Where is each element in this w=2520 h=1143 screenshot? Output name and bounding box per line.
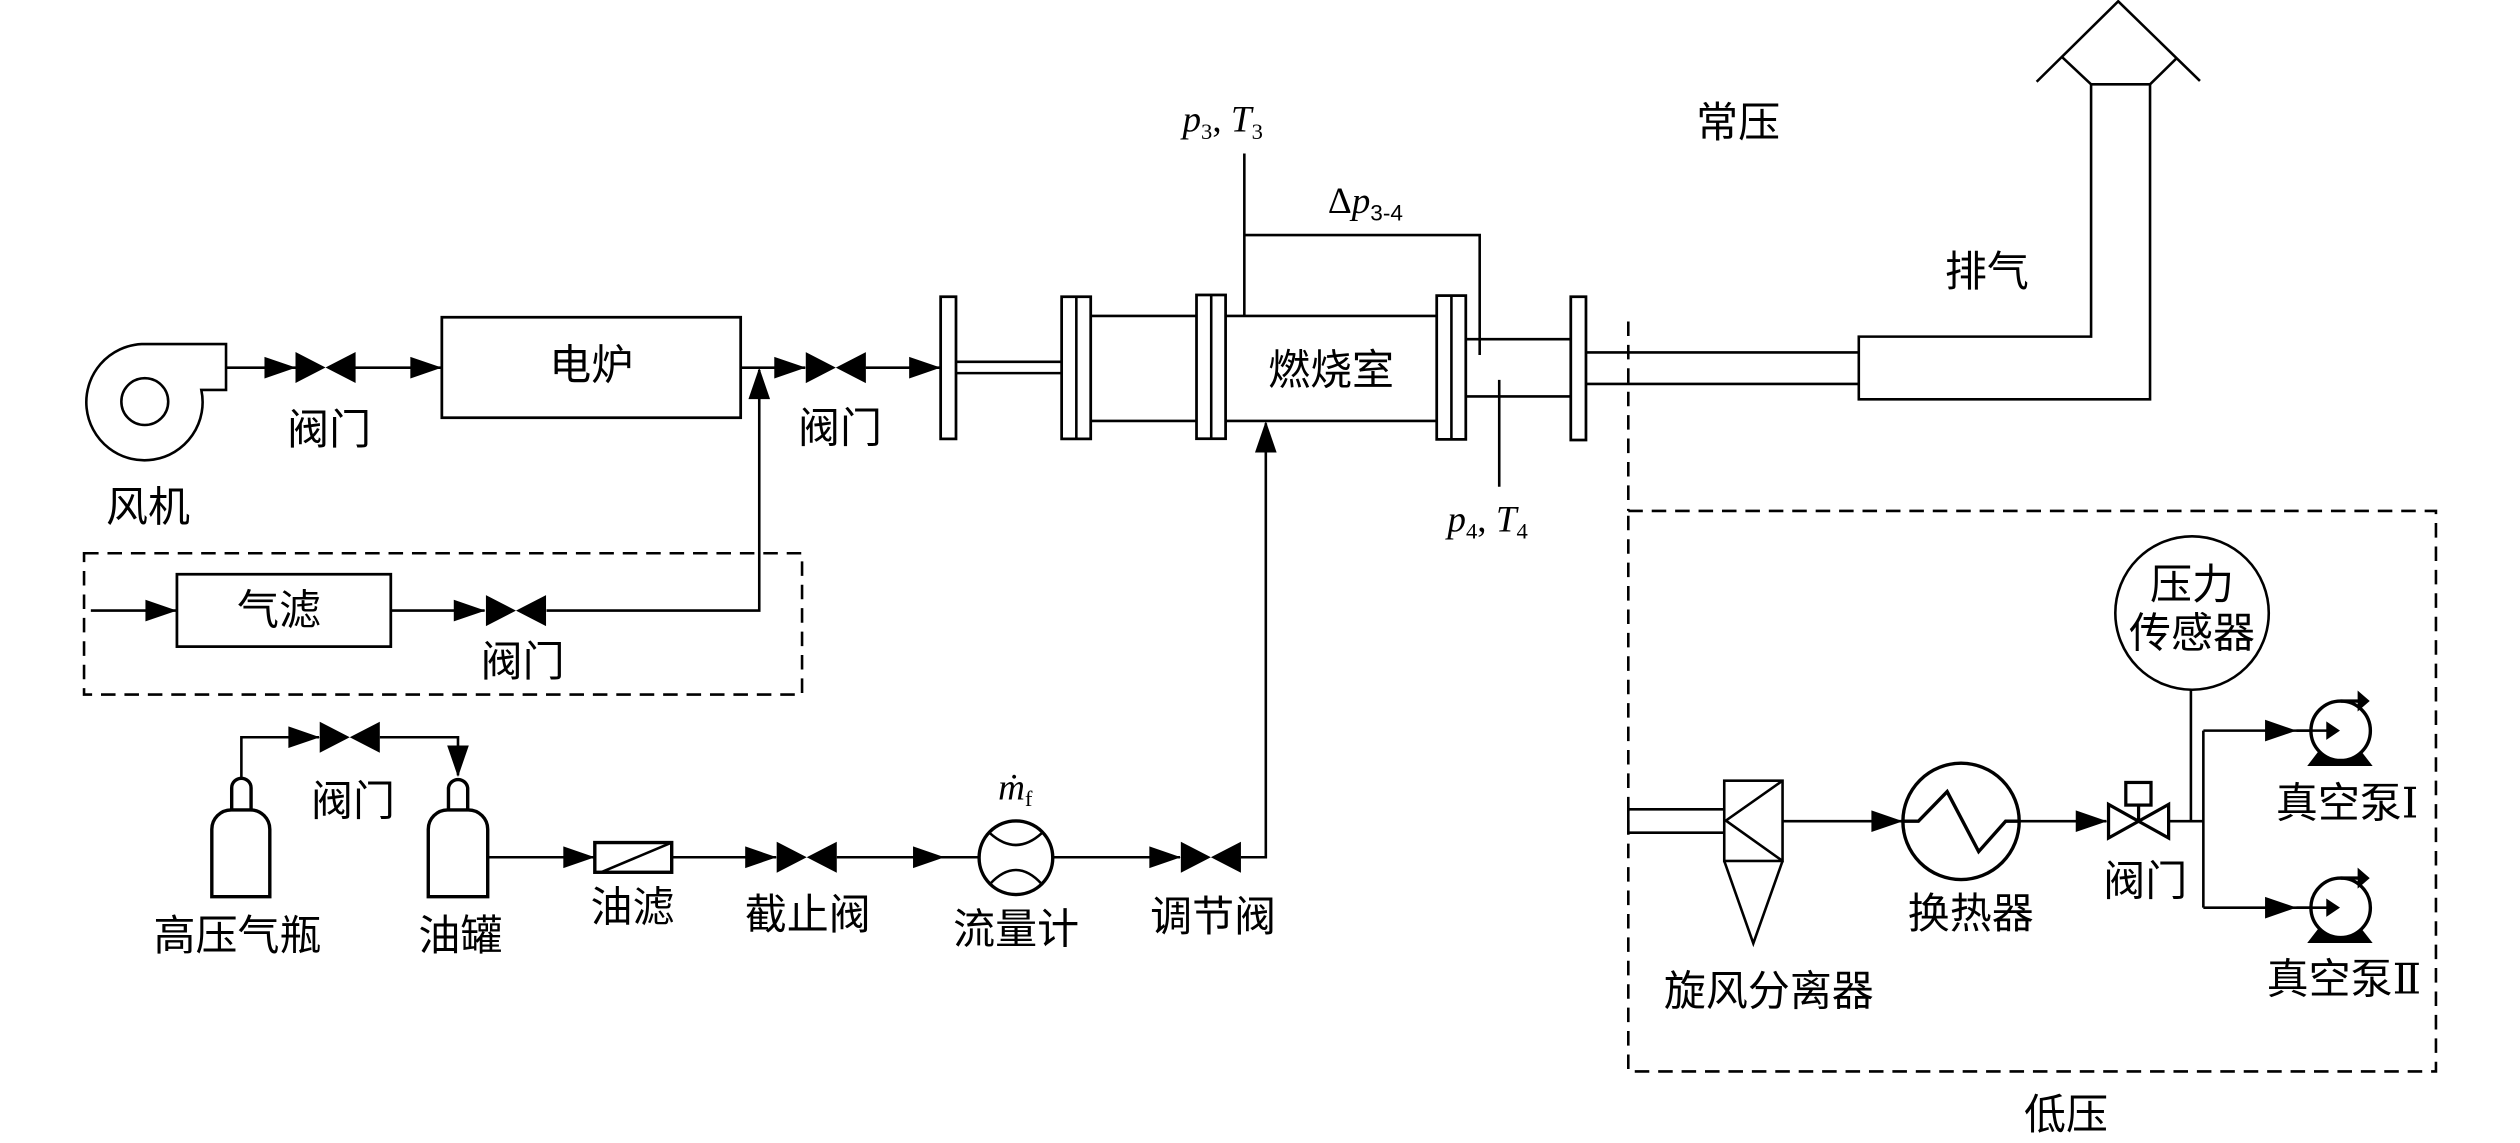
fan-icon — [85, 342, 228, 462]
inlet-measurement-label: p3, T3 — [1179, 100, 1262, 144]
flange — [1569, 295, 1588, 442]
fuel-flow-symbol: ṁf — [998, 768, 1033, 811]
exhaust-label: 排气 — [1945, 247, 2029, 296]
arrowhead — [1254, 420, 1277, 453]
atmospheric-zone-label: 常压 — [1696, 98, 1780, 147]
valve-icon — [295, 338, 356, 383]
vacuum-pump-1-icon — [2296, 690, 2373, 766]
arrowhead — [1871, 810, 1903, 833]
combustor-label: 燃烧室 — [1268, 345, 1394, 394]
oil-tank-icon — [426, 777, 490, 899]
gas-cylinder-label: 高压气瓶 — [154, 911, 322, 960]
pressure-sensor-label-line2: 传感器 — [2129, 609, 2255, 658]
pipe-fuel-to-combustor — [1240, 423, 1268, 859]
cyclone-separator-icon — [1722, 779, 1784, 948]
flowmeter-label: 流量计 — [953, 904, 1079, 953]
valve-2-label: 阀门 — [798, 404, 882, 453]
low-pressure-valve-label: 阀门 — [2103, 857, 2187, 906]
heat-exchanger-label: 换热器 — [1908, 889, 2034, 938]
pressure-drop-label: Δp3-4 — [1328, 181, 1403, 225]
fan-label: 风机 — [106, 483, 190, 532]
arrowhead — [447, 745, 469, 777]
gas-cylinder-icon — [210, 776, 272, 899]
arrowhead — [2265, 719, 2297, 742]
flange-pair — [1195, 293, 1227, 441]
arrowhead — [2265, 896, 2297, 919]
vacuum-pump-1-label: 真空泵Ⅰ — [2276, 778, 2419, 827]
air-filter-branch-boundary — [82, 551, 804, 696]
actuated-valve-icon — [2106, 780, 2171, 841]
arrowhead — [410, 356, 442, 379]
vacuum-pump-2-icon — [2296, 867, 2373, 944]
arrowhead — [145, 599, 177, 622]
air-filter-valve-label: 阀门 — [481, 637, 565, 686]
valve-icon — [485, 581, 547, 627]
arrowhead — [1149, 846, 1181, 869]
valve-icon — [1180, 828, 1241, 873]
arrowhead — [909, 356, 941, 379]
low-pressure-zone-boundary — [1627, 509, 2438, 1073]
regulating-valve-label: 调节阀 — [1150, 892, 1276, 941]
stack-rain-cap-icon — [2035, 0, 2201, 86]
oil-tank-label: 油罐 — [418, 911, 502, 960]
air-filter-label: 气滤 — [237, 585, 321, 634]
low-pressure-zone-label: 低压 — [2024, 1090, 2108, 1139]
pipe-branch-to-main — [546, 369, 761, 612]
electric-furnace-label: 电炉 — [549, 341, 633, 390]
fan-impeller-icon — [120, 376, 170, 427]
pressurizing-valve-label: 阀门 — [311, 777, 395, 826]
flowmeter-icon — [977, 819, 1055, 897]
valve-1-label: 阀门 — [287, 405, 371, 454]
heat-exchanger-icon — [1901, 761, 2021, 882]
fan — [85, 342, 228, 462]
arrowhead — [2075, 810, 2108, 833]
arrowhead — [453, 599, 486, 622]
outlet-measurement-label: p4, T4 — [1444, 499, 1527, 543]
valve-icon — [319, 708, 380, 753]
flange-pair — [1435, 294, 1468, 441]
arrowhead — [563, 846, 595, 869]
arrowhead — [748, 367, 771, 400]
combustor — [1225, 314, 1437, 423]
exhaust-stack — [1857, 83, 2152, 401]
arrowhead — [745, 846, 777, 869]
pipe-gas-to-valve — [240, 735, 320, 779]
shutoff-valve-label: 截止阀 — [745, 890, 871, 939]
flange-pair — [1060, 295, 1093, 441]
arrowhead — [913, 846, 945, 869]
oil-filter-icon — [593, 840, 674, 874]
pressure-drop-tap-line — [1244, 233, 1481, 356]
flange — [939, 295, 958, 441]
pipe-valve-to-tank — [379, 735, 460, 776]
arrowhead — [264, 356, 296, 379]
valve-icon — [776, 828, 837, 873]
electric-furnace — [440, 315, 743, 420]
vacuum-pump-2-label: 真空泵Ⅱ — [2267, 954, 2422, 1003]
arrowhead — [288, 726, 320, 749]
pressure-sensor-label-line1: 压力 — [2150, 560, 2234, 609]
pressure-sensor: 压力 传感器 — [2114, 534, 2271, 692]
cyclone-separator-label: 旋风分离器 — [1664, 966, 1874, 1015]
valve-icon — [805, 338, 866, 384]
oil-filter-label: 油滤 — [590, 883, 674, 932]
arrowhead — [774, 356, 806, 379]
